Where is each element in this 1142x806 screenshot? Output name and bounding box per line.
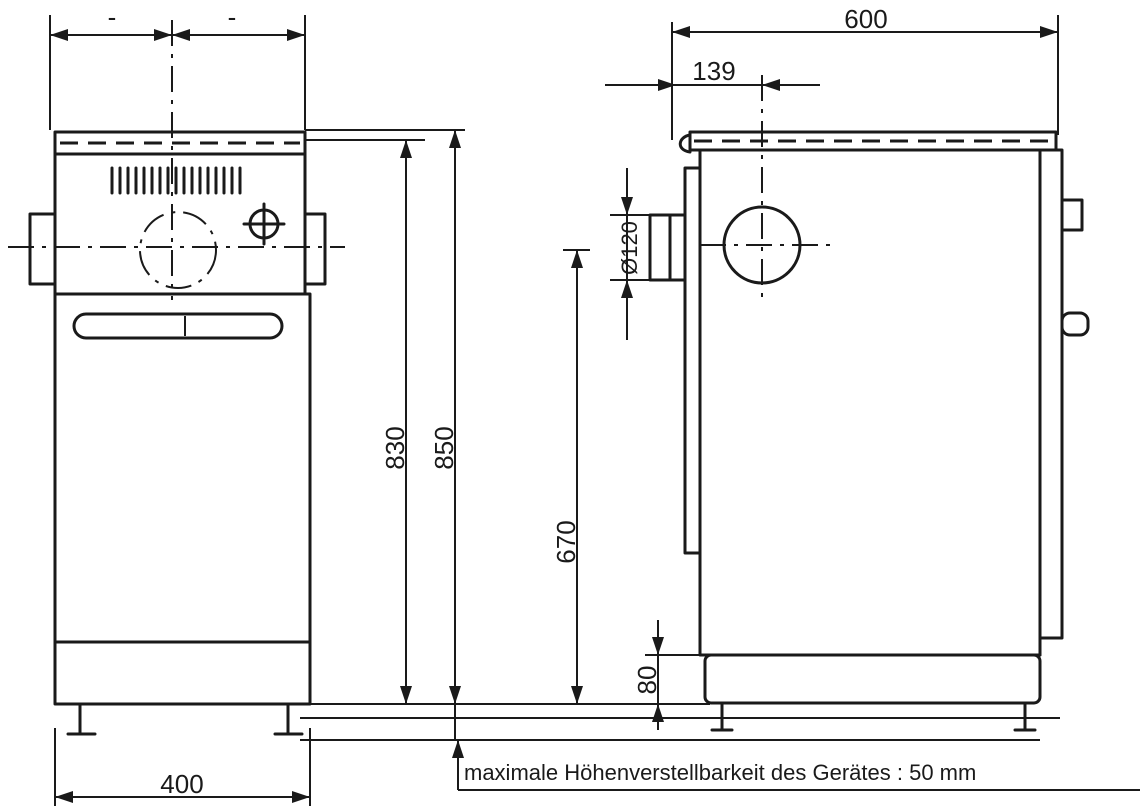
oven-handle bbox=[72, 312, 284, 340]
side-view: 600 139 Ø120 bbox=[551, 4, 1090, 732]
top-mark-left: - bbox=[108, 2, 117, 32]
left-side-stub bbox=[28, 212, 57, 286]
dim-depth-side: 600 bbox=[844, 4, 887, 34]
side-handle bbox=[1060, 311, 1090, 337]
side-body bbox=[698, 148, 1042, 657]
front-flue-circle bbox=[139, 211, 217, 289]
height-adjustability-note: maximale Höhenverstellbarkeit des Geräte… bbox=[464, 760, 976, 785]
dim-flue-diameter: Ø120 bbox=[617, 221, 642, 275]
front-view: - - bbox=[8, 2, 345, 806]
dim-height-flue: 670 bbox=[551, 520, 581, 563]
top-mark-right: - bbox=[228, 2, 237, 32]
height-dimensions: 830 850 maximale Höhenverstellbarkeit de… bbox=[300, 129, 1140, 791]
dim-width-front: 400 bbox=[160, 769, 203, 799]
dim-flue-offset: 139 bbox=[692, 56, 735, 86]
front-plinth bbox=[53, 640, 312, 706]
front-oven-door bbox=[53, 292, 312, 644]
flue-spigot bbox=[648, 213, 687, 282]
right-side-stub bbox=[303, 212, 327, 286]
vent-slots bbox=[110, 166, 242, 195]
side-knob-icon bbox=[1060, 198, 1084, 232]
dim-height-total: 850 bbox=[429, 426, 459, 469]
side-front-panel bbox=[1038, 148, 1064, 640]
side-plinth bbox=[703, 653, 1042, 705]
side-back-plate bbox=[683, 166, 702, 555]
dim-height-worktop: 830 bbox=[380, 426, 410, 469]
dim-plinth-height: 80 bbox=[632, 666, 662, 695]
